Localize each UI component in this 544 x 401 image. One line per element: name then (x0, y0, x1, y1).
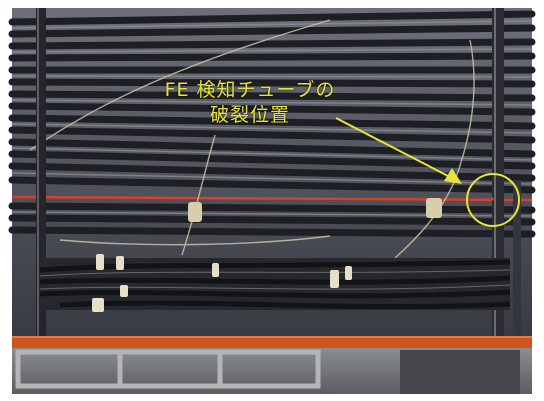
tube-clips (188, 198, 442, 222)
cable-harness (39, 254, 511, 312)
rupture-location-circle (466, 173, 520, 227)
tube-bundle (8, 10, 536, 238)
annotation-line-1: FE 検知チューブの (164, 79, 336, 101)
annotation-line-2: 破裂位置 (209, 104, 290, 126)
orange-frame-bar (12, 336, 532, 348)
support-posts (36, 8, 521, 343)
scaffold-frame (15, 349, 321, 389)
annotation-arrow (335, 117, 462, 184)
rupture-annotation-label: FE 検知チューブの 破裂位置 (150, 78, 350, 128)
